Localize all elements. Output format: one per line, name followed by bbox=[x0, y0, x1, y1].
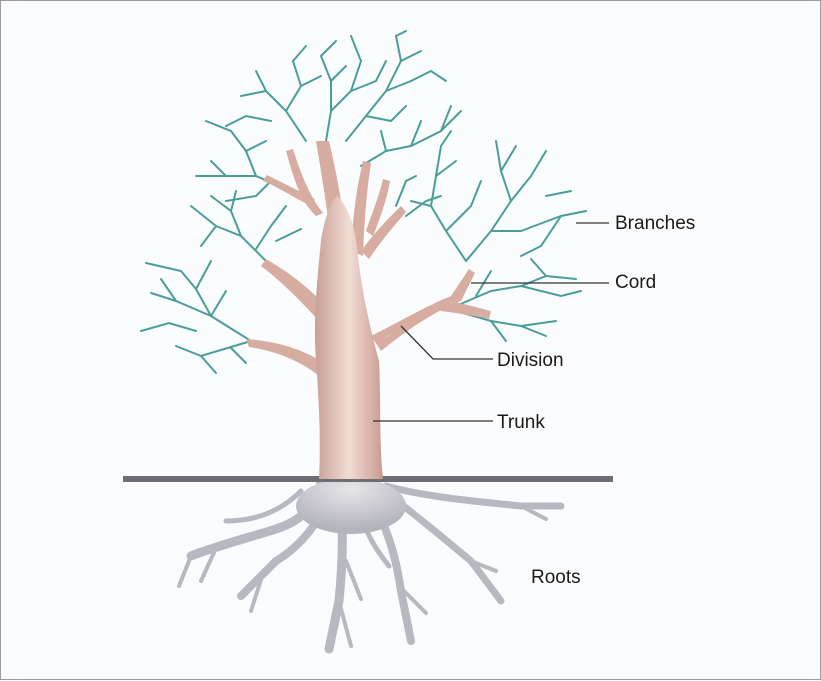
label-roots: Roots bbox=[531, 568, 581, 587]
trunk-and-branches bbox=[246, 141, 491, 479]
label-trunk: Trunk bbox=[497, 413, 545, 432]
label-division: Division bbox=[497, 351, 564, 370]
label-branches: Branches bbox=[615, 214, 695, 233]
root-base bbox=[296, 478, 406, 534]
leader-division bbox=[401, 326, 493, 359]
label-cord: Cord bbox=[615, 273, 656, 292]
